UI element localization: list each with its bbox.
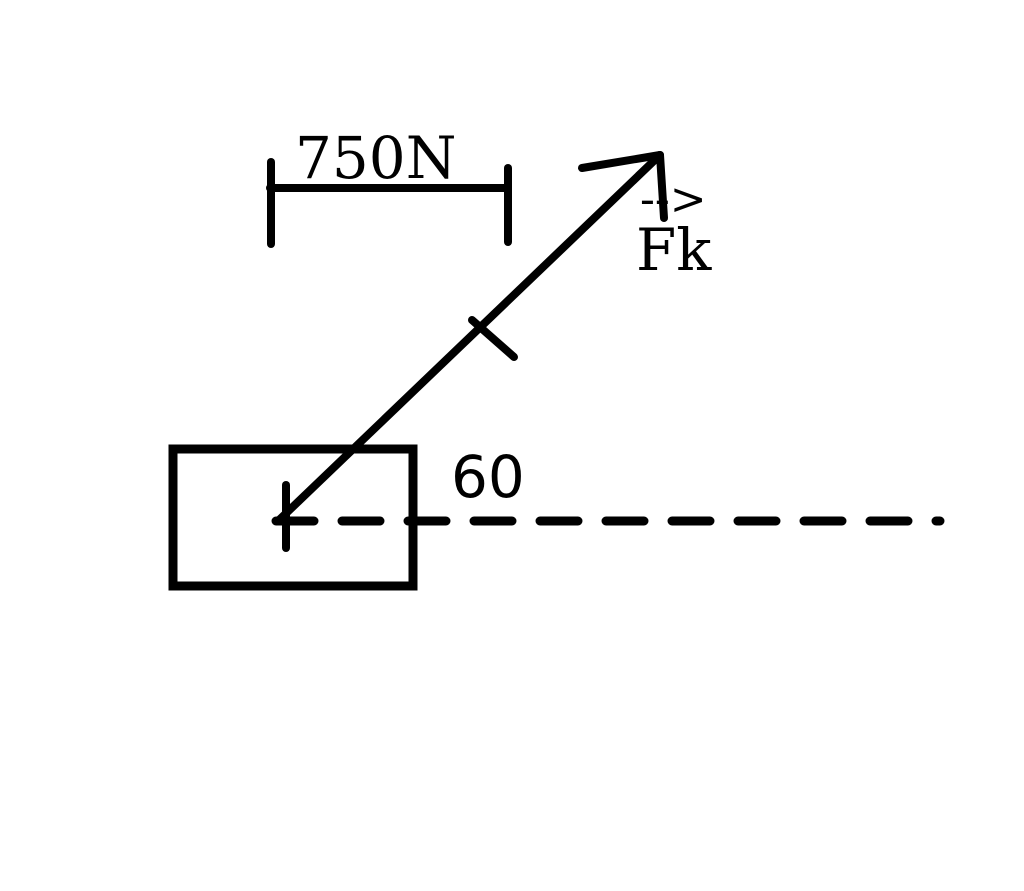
scale-label: 750N	[295, 124, 456, 192]
scale-bar	[266, 158, 512, 248]
force-vector-line	[274, 151, 664, 525]
force-vector-arrowhead	[578, 151, 668, 222]
force-label: Fk	[636, 216, 712, 284]
vector-arrow-label: -->	[640, 174, 707, 225]
angle-label: 60	[451, 443, 525, 511]
force-vector-mid-tick	[468, 316, 518, 361]
